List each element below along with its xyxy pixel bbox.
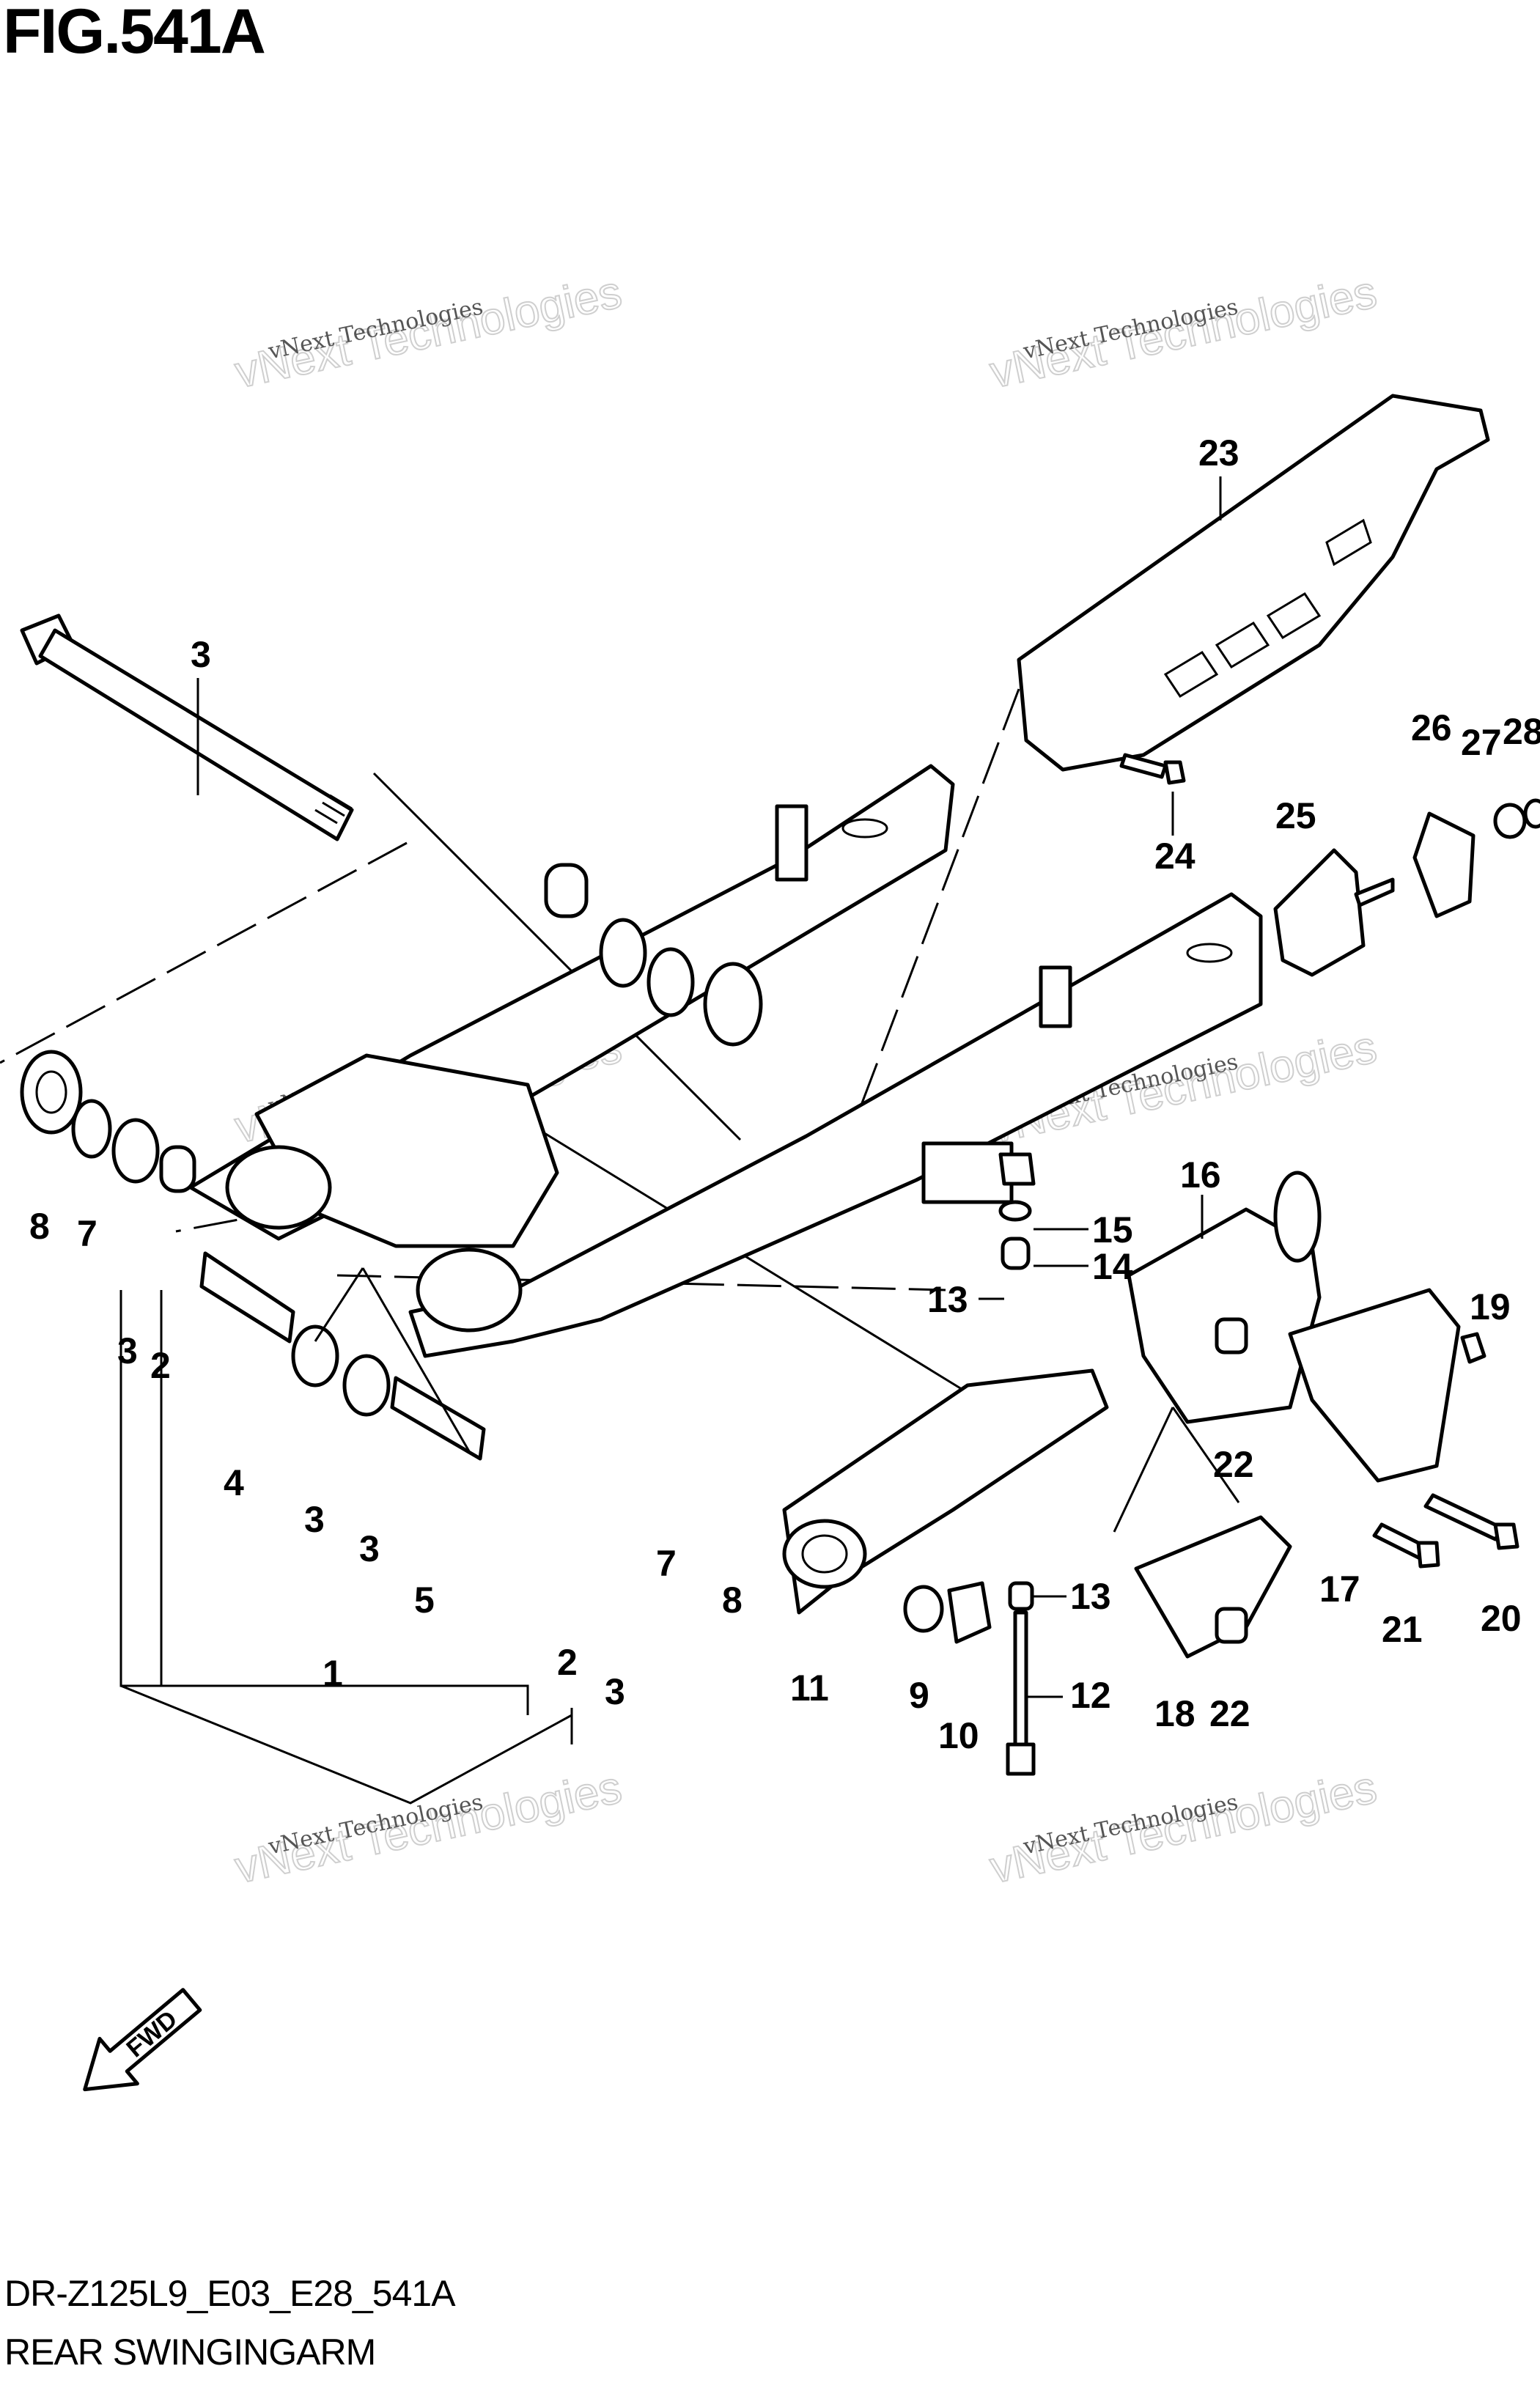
callout-12: 12 xyxy=(1070,1675,1111,1716)
callout-23: 23 xyxy=(1198,432,1239,473)
callout-18: 18 xyxy=(1154,1693,1195,1734)
figure-name: REAR SWINGINGARM xyxy=(4,2332,376,2373)
callout-group: 3 8 7 3 2 4 3 3 5 1 2 3 7 8 11 9 10 12 1… xyxy=(29,432,1540,1805)
callout-28: 28 xyxy=(1503,711,1540,752)
chain-buffer xyxy=(782,1368,1109,1615)
bolt-24 xyxy=(1119,753,1186,785)
callout-5: 4 xyxy=(224,1462,244,1503)
callout-1: 1 xyxy=(323,1653,343,1694)
brackets xyxy=(1127,1171,1461,1659)
callout-24: 24 xyxy=(1154,836,1195,877)
callout-3: 3 xyxy=(304,1499,325,1540)
callout-6: 5 xyxy=(414,1580,435,1621)
callout-3: 3 xyxy=(117,1330,138,1371)
watermark-text: vNext Technologies xyxy=(231,1762,626,1893)
callout-4: 3 xyxy=(191,634,211,675)
bolts-19-20-21 xyxy=(1372,1332,1519,1569)
chain-adjuster xyxy=(1273,798,1540,977)
callout-11: 11 xyxy=(790,1667,829,1709)
callout-20: 20 xyxy=(1481,1598,1522,1639)
watermark-text: vNext Technologies xyxy=(986,267,1381,398)
pivot-bolt xyxy=(20,613,354,841)
callout-3: 3 xyxy=(359,1528,380,1569)
right-bushings xyxy=(544,863,763,1047)
callout-22: 22 xyxy=(1213,1444,1254,1485)
callout-7: 7 xyxy=(77,1213,97,1254)
callout-14: 14 xyxy=(1092,1246,1133,1287)
figure-code: DR-Z125L9_E03_E28_541A xyxy=(4,2273,456,2314)
callout-13: 13 xyxy=(927,1279,968,1320)
callout-8: 8 xyxy=(722,1580,743,1621)
fwd-arrow-icon: FWD xyxy=(83,1988,202,2092)
callout-16: 16 xyxy=(1180,1154,1221,1195)
callout-22: 22 xyxy=(1209,1693,1250,1734)
callout-21: 21 xyxy=(1382,1609,1423,1650)
callout-2: 2 xyxy=(150,1345,171,1386)
callout-17: 17 xyxy=(1319,1569,1360,1610)
callout-19: 19 xyxy=(1470,1286,1511,1327)
callout-26: 26 xyxy=(1411,707,1452,748)
watermark-text: vNext Technologies xyxy=(986,1762,1381,1893)
callout-25: 25 xyxy=(1275,795,1316,836)
leader-lines xyxy=(314,1267,1240,1533)
callout-7: 7 xyxy=(656,1543,677,1584)
small-hardware xyxy=(903,1152,1036,1776)
callout-13: 13 xyxy=(1070,1576,1111,1617)
swingarm-body xyxy=(188,764,1263,1358)
chain-guard xyxy=(1017,394,1490,772)
callout-3: 3 xyxy=(605,1671,625,1712)
callout-10: 10 xyxy=(938,1715,979,1756)
callout-15: 15 xyxy=(1092,1209,1133,1250)
figure-title: FIG.541A xyxy=(3,0,266,67)
callout-27: 27 xyxy=(1461,722,1502,763)
callout-8: 8 xyxy=(29,1206,50,1247)
callout-2: 2 xyxy=(557,1642,578,1683)
watermark-text: vNext Technologies xyxy=(231,267,626,398)
callout-9: 9 xyxy=(909,1675,929,1716)
